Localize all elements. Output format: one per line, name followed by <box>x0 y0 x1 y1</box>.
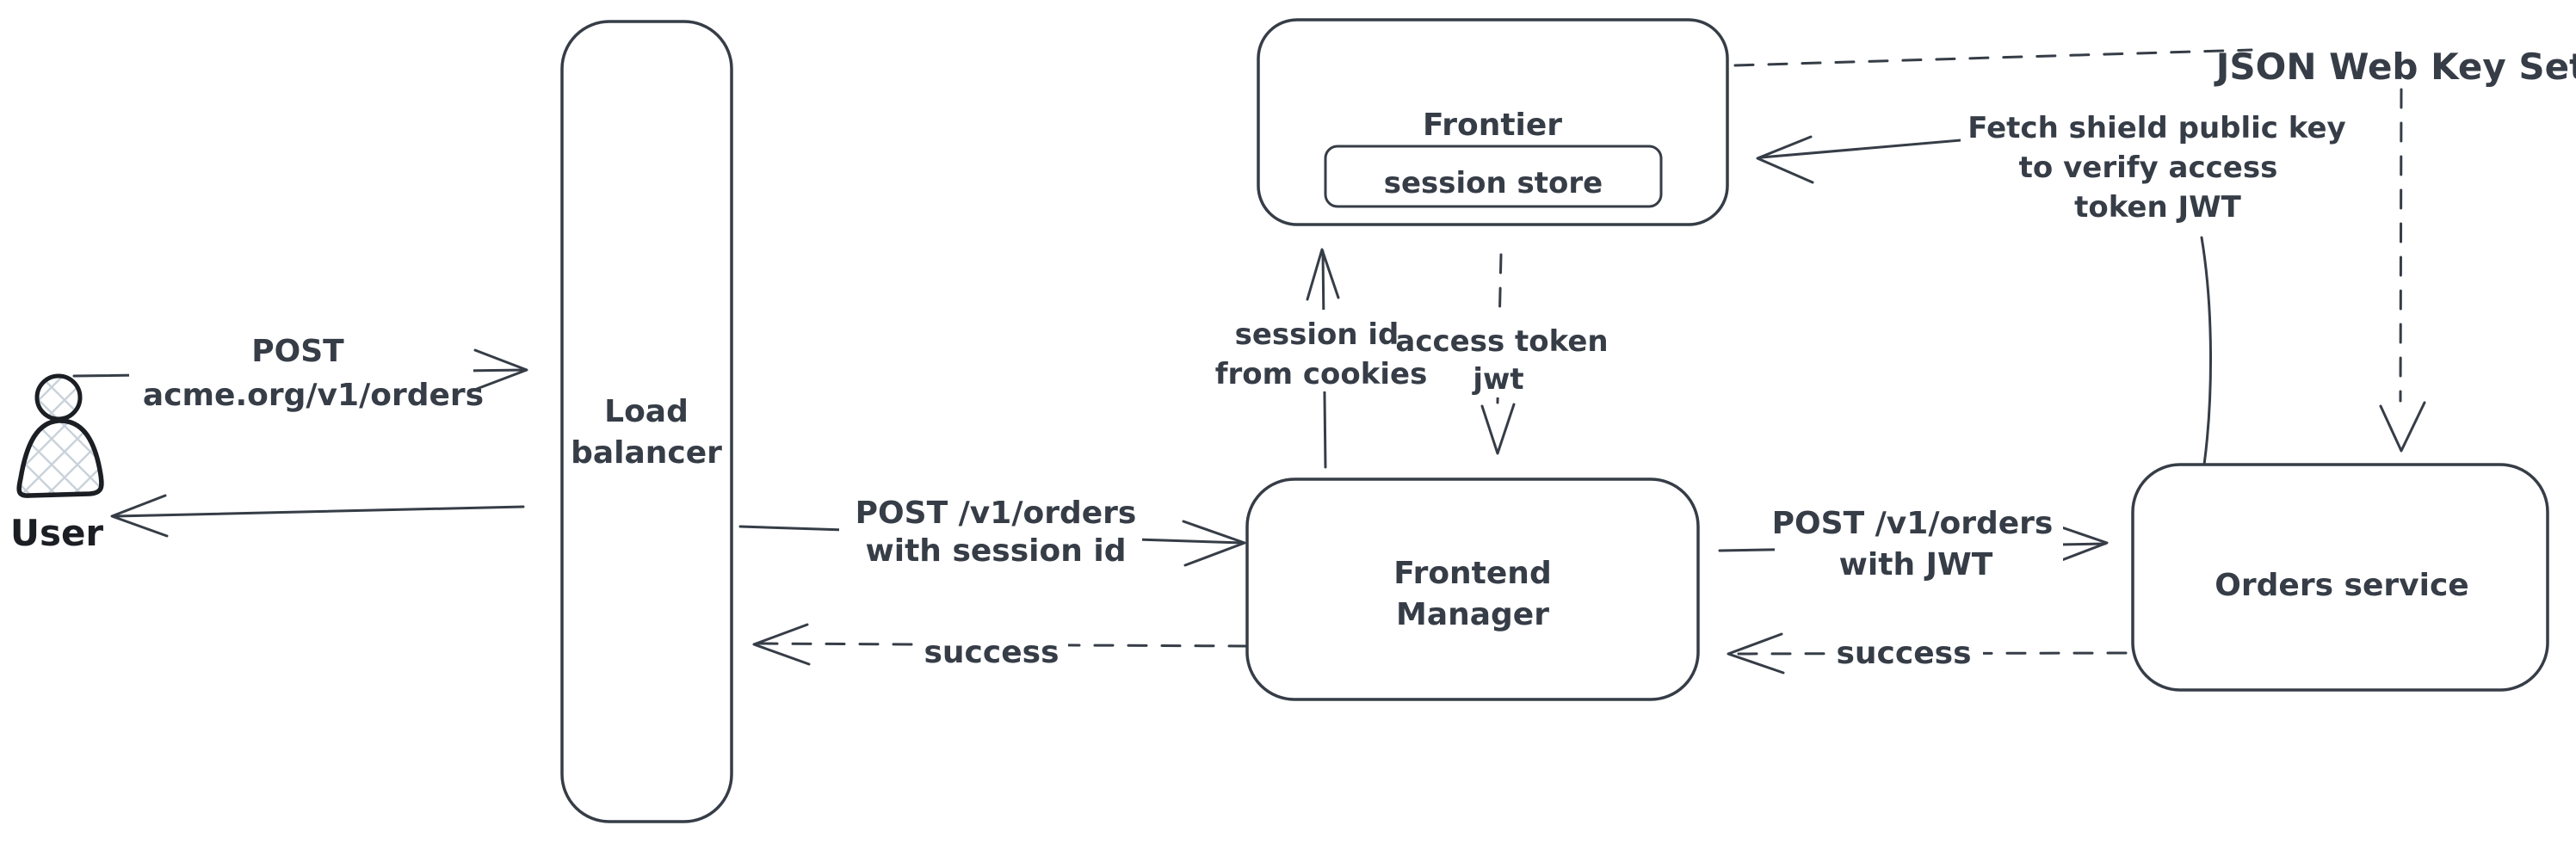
label-bg <box>1775 508 2063 585</box>
session-store-box <box>1324 145 1663 208</box>
label-bg <box>1961 108 2355 229</box>
orders-service-box <box>2131 463 2549 692</box>
arrowhead-frontier-to-frontend-manager <box>1480 403 1516 455</box>
arrowhead-load-balancer-to-frontend-manager <box>1182 520 1246 567</box>
load-balancer-box <box>560 20 733 823</box>
edge-label-access-token-line1: access token <box>1395 324 1608 359</box>
orders-service-label: Orders service <box>2215 568 2468 603</box>
arrowhead-orders-service-to-frontend-manager-success <box>1727 632 1785 674</box>
label-bg <box>1422 311 1591 397</box>
frontend-manager-box <box>1245 477 1700 701</box>
user-head-icon <box>34 373 83 422</box>
edge-label-session-id-line2: from cookies <box>1215 357 1428 391</box>
arrow-orders-service-to-frontier-shaft <box>1759 138 1973 159</box>
label-bg <box>1209 310 1431 391</box>
dashed-connector-frontier-to-jwks <box>1733 48 2253 67</box>
edge-label-post: POST <box>251 334 344 369</box>
edge-label-post-orders-jwt-line2: with JWT <box>1839 547 1993 582</box>
edge-label-fetch-key-line2: to verify access <box>2019 151 2278 185</box>
load-balancer-label-line2: balancer <box>571 435 722 471</box>
arrowhead-jwks-to-orders-service <box>2379 401 2426 453</box>
label-bg <box>915 637 1068 673</box>
load-balancer-label-line1: Load <box>604 394 689 429</box>
frontier-label: Frontier <box>1423 108 1562 143</box>
edge-label-post-orders-jwt-line1: POST /v1/orders <box>1772 506 2054 541</box>
edge-label-post-orders-session-line2: with session id <box>865 533 1126 569</box>
label-bg <box>1830 638 1983 674</box>
arrow-jwks-to-orders-service <box>2399 88 2403 403</box>
user-body-icon <box>16 418 104 498</box>
session-store-label: session store <box>1384 166 1603 200</box>
edge-label-fetch-key-line1: Fetch shield public key <box>1968 111 2345 145</box>
arrowhead-frontend-manager-to-orders-service <box>2045 520 2109 567</box>
edge-label-acme-orders-url: acme.org/v1/orders <box>143 378 484 413</box>
edge-label-success-left: success <box>924 635 1059 670</box>
user-label: User <box>10 512 104 554</box>
arrowhead-frontend-manager-to-load-balancer-success <box>752 623 811 666</box>
label-bg <box>129 336 473 411</box>
frontend-manager-label-line2: Manager <box>1396 597 1549 632</box>
edge-label-session-id-line1: session id <box>1235 317 1399 352</box>
edge-label-success-right: success <box>1836 636 1971 671</box>
arrowhead-user-to-load-balancer <box>473 348 528 391</box>
arrow-orders-service-to-frontier-curve <box>2200 236 2213 466</box>
arrowhead-orders-service-to-frontier <box>1756 135 1814 184</box>
frontend-manager-label-line1: Frontend <box>1393 556 1551 591</box>
arrow-load-balancer-to-user <box>114 505 525 518</box>
edge-label-post-orders-session-line1: POST /v1/orders <box>856 496 1137 531</box>
label-bg <box>839 503 1142 572</box>
arrowhead-load-balancer-to-user <box>110 494 169 538</box>
user-icon <box>16 373 104 498</box>
arrow-orders-service-to-frontend-manager-success <box>1728 651 2128 656</box>
arrowhead-frontend-manager-to-frontier <box>1306 248 1340 301</box>
jwks-label: JSON Web Key Set <box>2214 46 2576 88</box>
edge-label-access-token-line2: jwt <box>1471 362 1523 397</box>
edge-label-fetch-key-line3: token JWT <box>2074 190 2242 225</box>
